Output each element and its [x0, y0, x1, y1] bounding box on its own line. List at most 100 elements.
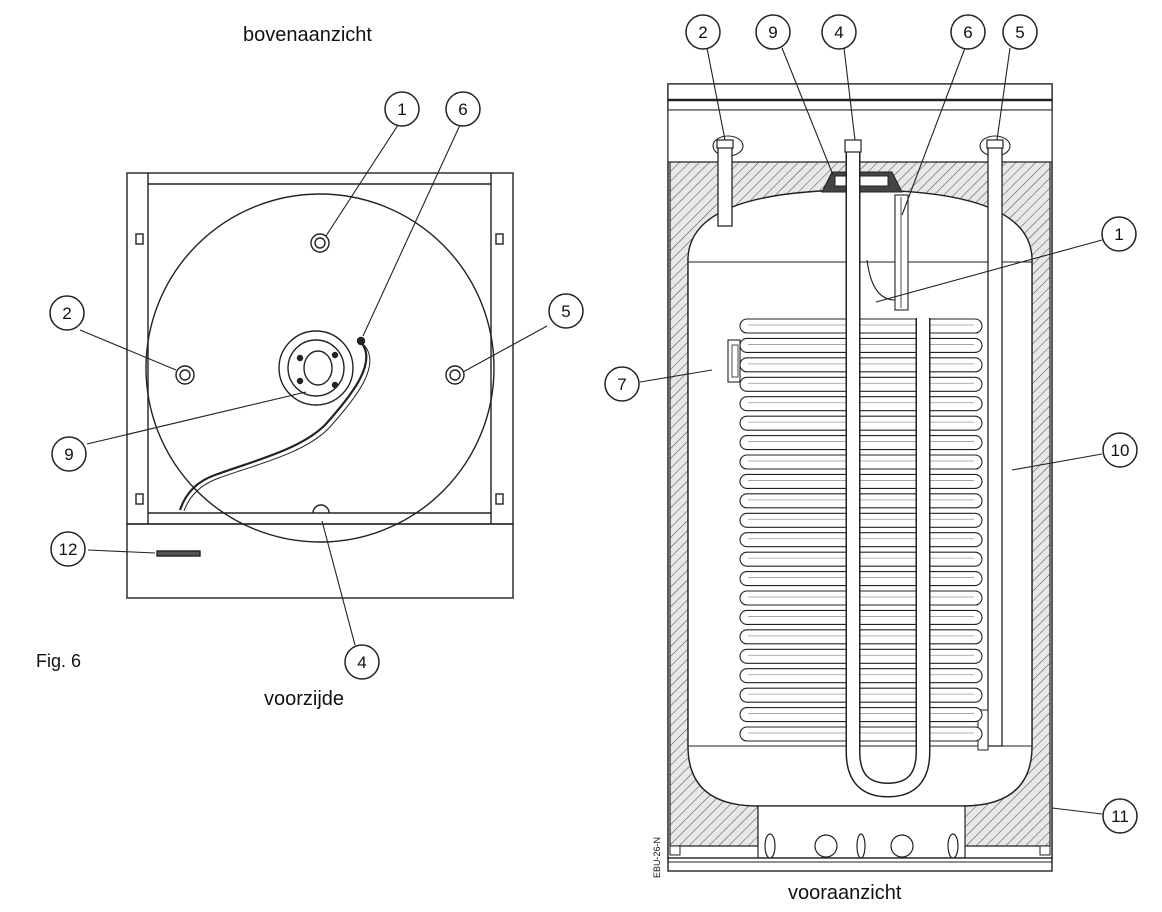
flange-bolt-3 — [331, 351, 339, 359]
sensor-pocket — [894, 194, 909, 311]
leader-front-7 — [639, 369, 713, 383]
clip-left-2 — [135, 493, 144, 505]
foot-right — [1039, 845, 1051, 856]
callout-label-front-11: 11 — [1111, 807, 1129, 826]
coil-turn — [739, 707, 983, 723]
callout-circle-1 — [384, 91, 420, 127]
port-2-inner — [179, 369, 191, 381]
front-view-leaders — [639, 47, 1103, 815]
clip-right-2 — [495, 493, 504, 505]
pipe-5-cap — [986, 139, 1004, 149]
pipe-4-u-tube-fill — [847, 150, 929, 797]
callout-circle-front-7 — [604, 366, 640, 402]
callout-label-front-5: 5 — [1015, 23, 1024, 42]
figure-label: Fig. 6 — [36, 651, 82, 671]
callout-circle-front-10 — [1102, 432, 1138, 468]
leader-front-11 — [1051, 807, 1103, 815]
callout-circle-6 — [445, 91, 481, 127]
callout-label-2: 2 — [62, 304, 71, 323]
coil-turn — [739, 415, 983, 431]
leader-top-2 — [79, 329, 177, 371]
port-1 — [310, 233, 330, 253]
flange-bolt-4 — [331, 381, 339, 389]
leader-top-12 — [87, 549, 156, 554]
flange-ring — [287, 339, 345, 397]
clip-left-1 — [135, 233, 144, 245]
front-view-caption: vooraanzicht — [788, 882, 902, 904]
port-1-inner — [314, 237, 326, 249]
leader-top-1 — [325, 124, 399, 237]
pipe-2 — [717, 143, 733, 227]
coil-turn — [739, 551, 983, 567]
callout-circle-9 — [51, 436, 87, 472]
callout-label-5: 5 — [561, 302, 570, 321]
top-view-leaders — [79, 124, 548, 646]
callout-label-front-1: 1 — [1114, 225, 1123, 244]
leader-top-4 — [321, 520, 356, 646]
callout-label-front-2: 2 — [698, 23, 707, 42]
foot-left — [669, 845, 681, 856]
leader-top-9 — [86, 391, 307, 445]
port-5-inner — [449, 369, 461, 381]
coil-turn — [739, 318, 983, 334]
sensor-tube — [178, 339, 368, 511]
flange-opening — [303, 350, 333, 386]
leader-front-4 — [843, 47, 856, 141]
top-view-callout-labels: 1 6 2 5 9 12 4 — [59, 100, 571, 672]
port-5 — [445, 365, 465, 385]
base-plate — [667, 857, 1053, 872]
flange-bolt-2 — [296, 377, 304, 385]
coil-turn — [739, 435, 983, 451]
leader-front-6 — [901, 47, 966, 216]
front-view-drawing — [667, 83, 1053, 872]
tank-outline — [145, 193, 495, 543]
flange-bolt-1 — [296, 354, 304, 362]
callout-circle-4 — [344, 644, 380, 680]
callout-label-front-6: 6 — [963, 23, 972, 42]
callout-label-front-10: 10 — [1111, 441, 1130, 460]
base-hole-3 — [856, 833, 866, 859]
callout-label-1: 1 — [397, 100, 406, 119]
callout-label-front-7: 7 — [617, 375, 626, 394]
base-hole-2 — [814, 834, 838, 858]
callout-circle-5 — [548, 293, 584, 329]
front-view-callout-labels: 2 9 4 6 5 1 7 10 11 — [617, 23, 1129, 826]
callout-label-12: 12 — [59, 540, 78, 559]
rating-plate — [156, 550, 201, 557]
base-hole-5 — [947, 833, 959, 859]
dip-tube-1 — [866, 259, 896, 301]
leader-front-1 — [875, 239, 1103, 303]
port-2 — [175, 365, 195, 385]
leader-front-10 — [1011, 453, 1103, 471]
coil-turn — [739, 590, 983, 606]
callout-circle-front-11 — [1102, 798, 1138, 834]
sensor-tube-inner — [183, 343, 371, 512]
top-view-caption: bovenaanzicht — [243, 24, 372, 46]
callout-circle-2 — [49, 295, 85, 331]
pipe-5 — [987, 143, 1003, 747]
coil-turn — [739, 571, 983, 587]
leader-front-5 — [996, 47, 1011, 141]
side-bracket-inner — [731, 344, 739, 378]
coil-turn — [739, 687, 983, 703]
leader-front-9 — [781, 47, 834, 176]
top-view-callouts — [49, 91, 584, 680]
leader-top-6 — [362, 124, 461, 337]
callout-label-front-9: 9 — [768, 23, 777, 42]
top-view-frame — [126, 172, 514, 525]
coil-turn — [739, 376, 983, 392]
base-hole-1 — [764, 833, 776, 859]
sensor-tube-end — [356, 336, 366, 346]
callout-label-9: 9 — [64, 445, 73, 464]
coil-turn — [739, 337, 983, 353]
callout-circle-front-5 — [1002, 14, 1038, 50]
clip-right-1 — [495, 233, 504, 245]
top-view-drawing — [126, 172, 514, 599]
callout-circle-front-6 — [950, 14, 986, 50]
coil-turn — [739, 473, 983, 489]
front-panel — [126, 523, 514, 599]
callout-circle-front-2 — [685, 14, 721, 50]
coil-turn — [739, 668, 983, 684]
